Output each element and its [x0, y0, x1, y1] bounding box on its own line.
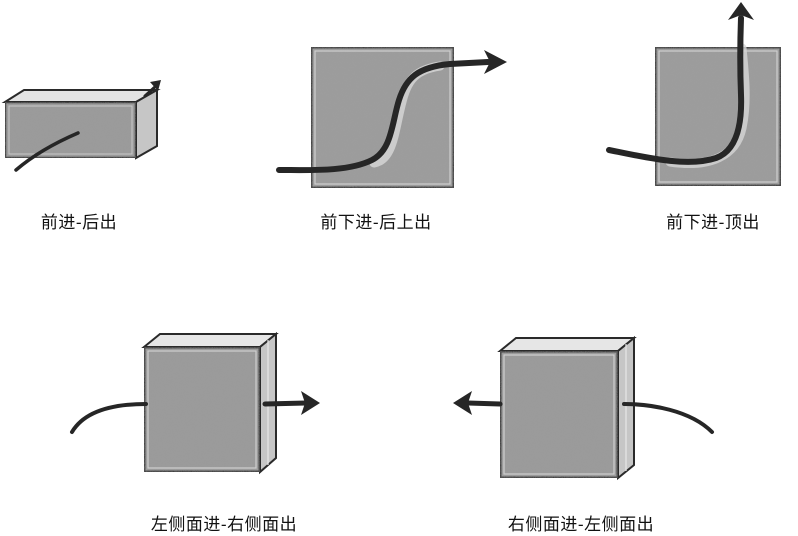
- box-cube: [141, 331, 279, 475]
- caption-right-in-left-out: 右侧面进-左侧面出: [507, 515, 655, 535]
- inlet-pipe: [622, 402, 714, 434]
- box-front-inner-edge: [8, 105, 133, 155]
- box-front-face: [142, 345, 262, 474]
- outlet-arrowhead-icon: [453, 391, 472, 415]
- outlet-arrow: [465, 400, 503, 407]
- panel-right-in-left-out: [453, 335, 714, 481]
- box-front-inner-edge: [314, 50, 451, 185]
- flow-path: [276, 59, 491, 174]
- box-square: [653, 45, 783, 188]
- box-cube: [497, 335, 637, 481]
- caption-front-lower-in-top-out: 前下进-顶出: [666, 213, 760, 233]
- box-front-inner-edge: [658, 50, 778, 183]
- panel-front-lower-in-back-upper-out: [276, 45, 507, 190]
- caption-front-lower-in-back-upper-out: 前下进-后上出: [320, 213, 432, 233]
- box-side-face: [135, 88, 158, 160]
- outlet-arrowhead-icon: [484, 50, 507, 74]
- outlet-arrowhead-icon: [301, 391, 320, 415]
- panel-front-in-back-out: [1, 80, 161, 172]
- inlet-pipe: [70, 402, 148, 434]
- outlet-arrowhead-icon: [150, 80, 161, 91]
- box-top-face: [141, 333, 279, 348]
- box-top-face: [1, 89, 161, 103]
- flow-path: [606, 15, 745, 165]
- outlet-arrow: [143, 84, 158, 98]
- inlet-pipe: [14, 131, 80, 172]
- box-front-inner-edge: [503, 354, 615, 475]
- outlet-arrowhead-icon: [728, 2, 754, 20]
- box-front-face: [653, 45, 783, 188]
- box-front-face: [3, 100, 138, 160]
- caption-front-in-back-out: 前进-后出: [40, 213, 118, 233]
- outlet-arrow: [262, 400, 309, 407]
- box-front-inner-edge: [147, 350, 257, 469]
- box-flat: [1, 88, 161, 160]
- panel-front-lower-in-top-out: [606, 2, 783, 188]
- caption-left-in-right-out: 左侧面进-右侧面出: [150, 515, 298, 535]
- box-top-face: [497, 337, 637, 352]
- box-front-face: [498, 349, 620, 480]
- panel-left-in-right-out: [70, 331, 320, 475]
